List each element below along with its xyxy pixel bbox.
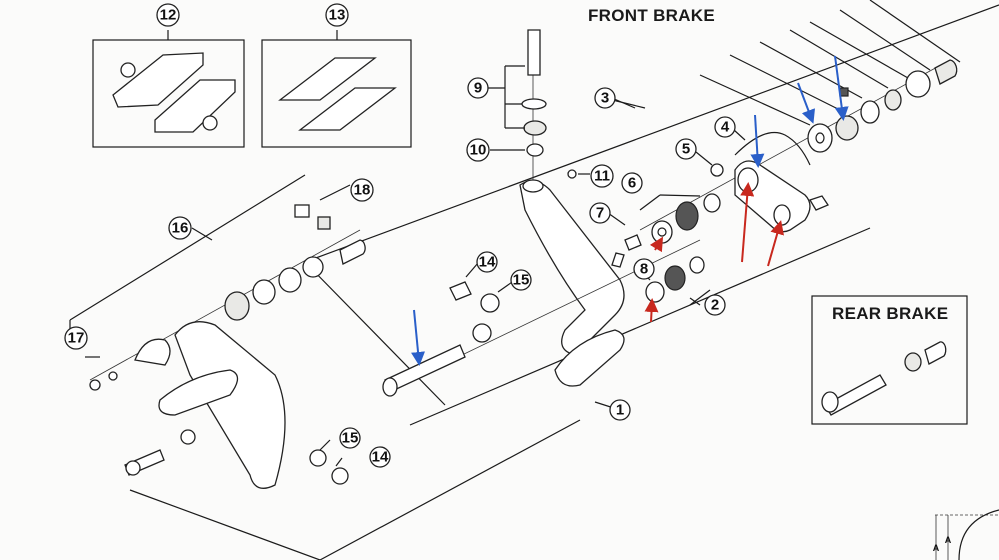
- callout-9: 9: [467, 77, 489, 99]
- dimension-label: A: [945, 535, 952, 545]
- callout-15a: 15: [510, 269, 532, 291]
- nut-small: [809, 195, 829, 211]
- caliper-arm: [519, 29, 625, 356]
- red-arrow: [740, 182, 755, 263]
- callout-14b: 14: [369, 446, 391, 468]
- leader-lines-upper-right: [699, 0, 961, 126]
- svg-text:8: 8: [640, 261, 648, 278]
- blue-arrow: [834, 55, 849, 121]
- red-arrow: [644, 298, 659, 323]
- assembly-bracket-3: [304, 4, 999, 406]
- callout-13: 13: [325, 3, 349, 27]
- blue-arrow: [750, 114, 765, 168]
- svg-text:4: 4: [721, 119, 730, 136]
- rear-brake-box: [811, 295, 968, 425]
- svg-text:17: 17: [68, 330, 85, 347]
- brake-shoe-left: [158, 369, 239, 416]
- callout-8: 8: [633, 258, 655, 280]
- svg-text:13: 13: [329, 7, 346, 24]
- brake-shoe-icon: [154, 79, 236, 133]
- callout-3: 3: [594, 87, 616, 109]
- callout-1: 1: [609, 399, 631, 421]
- brake-shoe-set-box-12: [92, 30, 245, 148]
- blue-arrow: [411, 309, 426, 366]
- callout-15b: 15: [339, 427, 361, 449]
- svg-text:9: 9: [474, 80, 482, 97]
- svg-text:5: 5: [682, 141, 690, 158]
- svg-text:12: 12: [160, 7, 177, 24]
- nut: [835, 115, 859, 141]
- svg-text:14: 14: [479, 254, 496, 271]
- svg-text:15: 15: [513, 272, 530, 289]
- dimension-detail: A A: [933, 509, 999, 560]
- brake-pad-icon: [278, 57, 377, 101]
- svg-text:2: 2: [711, 297, 719, 314]
- svg-text:14: 14: [372, 449, 389, 466]
- svg-text:1: 1: [616, 402, 624, 419]
- bushing: [934, 59, 958, 85]
- callout-16: 16: [168, 216, 192, 240]
- dimension-label: A: [933, 543, 940, 553]
- axle-parts-upper-right: [639, 59, 958, 231]
- rear-brake-title: REAR BRAKE: [832, 304, 949, 323]
- callout-18: 18: [350, 178, 374, 202]
- svg-text:7: 7: [596, 205, 604, 222]
- callout-12: 12: [156, 3, 180, 27]
- callout-4: 4: [714, 116, 736, 138]
- svg-text:6: 6: [628, 175, 636, 192]
- svg-text:3: 3: [601, 90, 609, 107]
- callout-7: 7: [589, 202, 611, 224]
- brake-pad-icon: [298, 87, 397, 131]
- callout-11: 11: [590, 164, 614, 188]
- callout-5: 5: [675, 138, 697, 160]
- svg-text:10: 10: [470, 142, 487, 159]
- left-assembly: [69, 174, 366, 489]
- callout-2: 2: [704, 294, 726, 316]
- callout-17: 17: [64, 326, 88, 350]
- blue-annotation-arrows: [411, 55, 849, 366]
- pivot-parts: [624, 163, 724, 306]
- callout-10: 10: [466, 138, 490, 162]
- cable-bolt: [527, 29, 541, 76]
- red-arrow: [767, 220, 784, 267]
- callout-14a: 14: [476, 251, 498, 273]
- svg-text:16: 16: [172, 220, 189, 237]
- svg-text:15: 15: [342, 430, 359, 447]
- return-spring: [734, 131, 811, 166]
- caliper-arm-left: [174, 321, 286, 489]
- bearing-washer: [807, 123, 833, 153]
- front-brake-title: FRONT BRAKE: [588, 6, 716, 25]
- brake-shoe-icon: [112, 52, 204, 108]
- svg-text:18: 18: [354, 182, 371, 199]
- red-annotation-arrows: [644, 182, 784, 323]
- brake-pad-set-box-13: [261, 30, 412, 148]
- blue-arrow: [797, 82, 816, 124]
- red-arrow: [649, 236, 664, 253]
- brake-shoe: [554, 329, 625, 387]
- callout-6: 6: [621, 172, 643, 194]
- svg-text:11: 11: [594, 168, 610, 185]
